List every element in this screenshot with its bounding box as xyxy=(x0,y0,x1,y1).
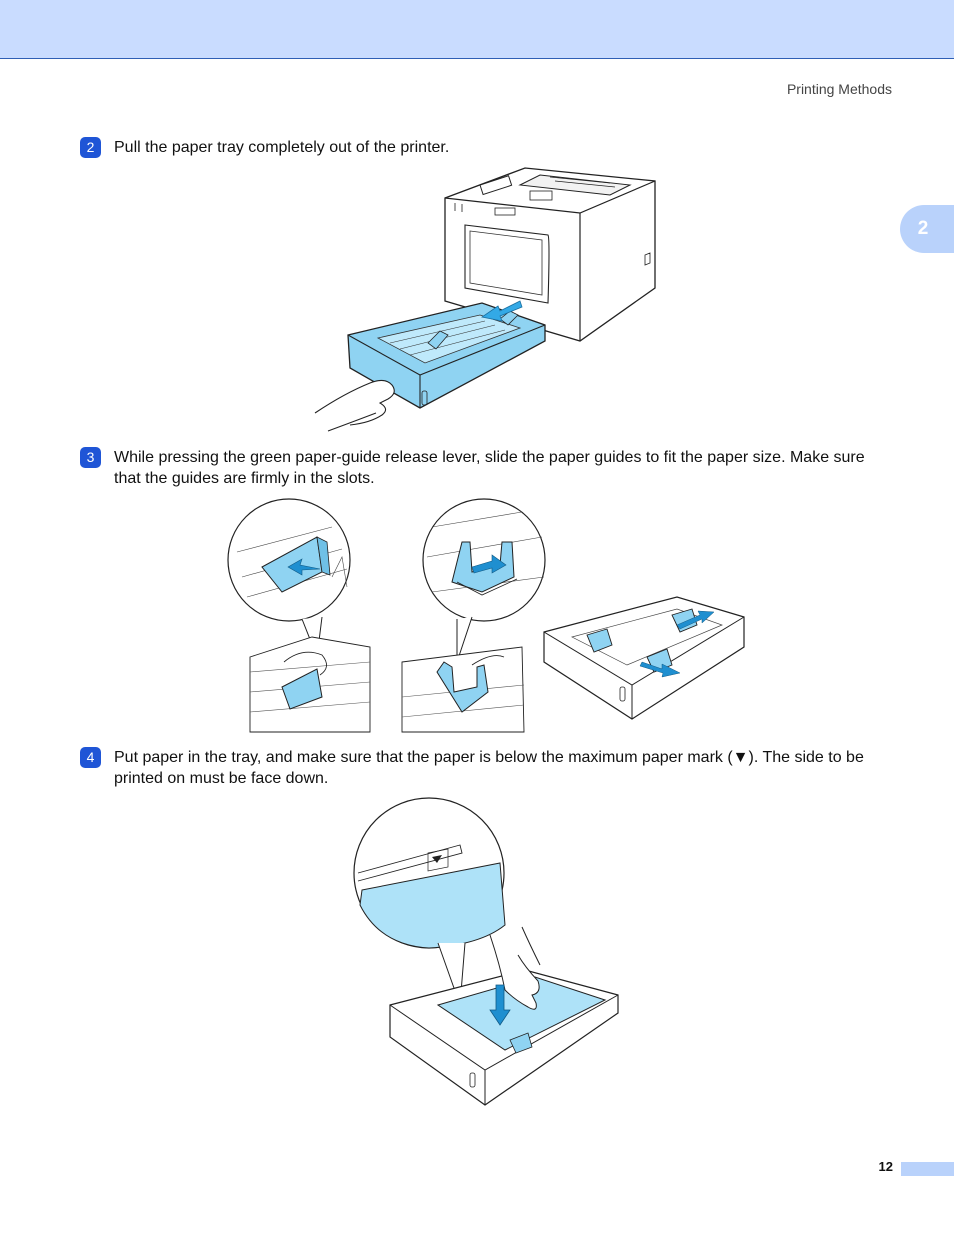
step-instruction: Put paper in the tray, and make sure tha… xyxy=(114,749,864,787)
header-band xyxy=(0,0,954,59)
paper-loading-illustration xyxy=(353,797,619,1106)
paper-guide-adjustment-illustration xyxy=(227,498,745,733)
section-title: Printing Methods xyxy=(786,81,892,97)
step-number-badge: 2 xyxy=(80,137,101,158)
step-instruction: While pressing the green paper-guide rel… xyxy=(114,449,865,487)
page-number-bar xyxy=(901,1162,954,1176)
step-number-badge: 3 xyxy=(80,447,101,468)
page-number: 12 xyxy=(878,1159,893,1174)
step-instruction: Pull the paper tray completely out of th… xyxy=(114,139,450,156)
step-4: 4 Put paper in the tray, and make sure t… xyxy=(80,747,892,789)
step-3: 3 While pressing the green paper-guide r… xyxy=(80,447,892,489)
step-number-badge: 4 xyxy=(80,747,101,768)
chapter-tab: 2 xyxy=(900,205,954,253)
printer-tray-removal-illustration xyxy=(314,167,656,432)
step-2: 2 Pull the paper tray completely out of … xyxy=(80,137,892,158)
